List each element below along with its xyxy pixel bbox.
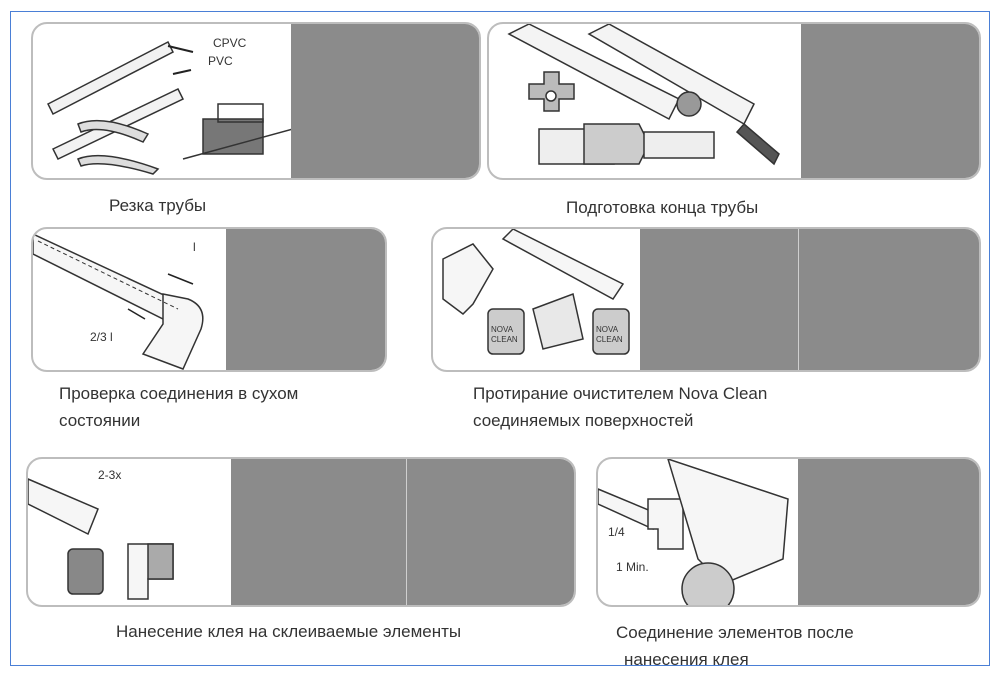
step-1-photo	[291, 24, 479, 178]
step-3-photo	[226, 229, 385, 370]
step-6-caption-line2: нанесения клея	[624, 650, 749, 669]
step-1-diagram	[46, 40, 293, 175]
step-4-photo-b	[798, 229, 979, 370]
step-4-caption-line2: соединяемых поверхностей	[473, 411, 694, 430]
step-3-diagram	[33, 233, 204, 370]
label-two-thirds: 2/3 l	[90, 330, 113, 344]
label-pvc: PVC	[208, 54, 233, 68]
step-4-caption-line1: Протирание очистителем Nova Clean	[473, 384, 768, 403]
instruction-frame: CPVC PVC Резка трубы Подготовка конца тр…	[10, 11, 990, 669]
step-6-photo	[798, 459, 979, 605]
step-1-caption: Резка трубы	[109, 196, 207, 215]
label-turn: 1/4	[608, 525, 625, 539]
step-4-panel: NOVA CLEAN NOVA CLEAN	[431, 227, 981, 372]
step-4-diagram: NOVA CLEAN NOVA CLEAN	[442, 229, 630, 355]
label-length: l	[193, 240, 196, 254]
can-label-line1: NOVA	[596, 325, 619, 334]
step-2-caption: Подготовка конца трубы	[566, 198, 759, 217]
can-label-line1: NOVA	[491, 325, 514, 334]
can-label-line2: CLEAN	[491, 335, 518, 344]
step-5-diagram	[28, 478, 174, 600]
step-5-photo-b	[406, 459, 574, 605]
step-6-diagram	[598, 459, 789, 605]
step-4-photo-a	[640, 229, 798, 370]
step-4-caption: Протирание очистителем Nova Clean соедин…	[473, 380, 767, 434]
arrow-icon	[172, 69, 192, 75]
step-6-panel: 1/4 1 Min.	[596, 457, 981, 607]
step-2-diagram	[507, 24, 780, 166]
step-5-panel: 2-3x	[26, 457, 576, 607]
step-3-panel: l 2/3 l	[31, 227, 387, 372]
label-repeat: 2-3x	[98, 468, 122, 482]
step-2-photo	[801, 24, 979, 178]
step-6-caption: Соединение элементов после нанесения кле…	[616, 619, 854, 673]
arrow-icon	[167, 45, 194, 53]
step-5-caption: Нанесение клея на склеиваемые элементы	[116, 622, 462, 641]
step-3-caption-line2: состоянии	[59, 411, 141, 430]
step-3-caption: Проверка соединения в сухом состоянии	[59, 380, 298, 434]
step-3-caption-line1: Проверка соединения в сухом	[59, 384, 299, 403]
can-label-line2: CLEAN	[596, 335, 623, 344]
step-1-panel: CPVC PVC	[31, 22, 481, 180]
step-5-photo-a	[231, 459, 406, 605]
step-6-caption-line1: Соединение элементов после	[616, 623, 854, 642]
step-2-panel	[487, 22, 981, 180]
label-time: 1 Min.	[616, 560, 649, 574]
label-cpvc: CPVC	[213, 36, 247, 50]
